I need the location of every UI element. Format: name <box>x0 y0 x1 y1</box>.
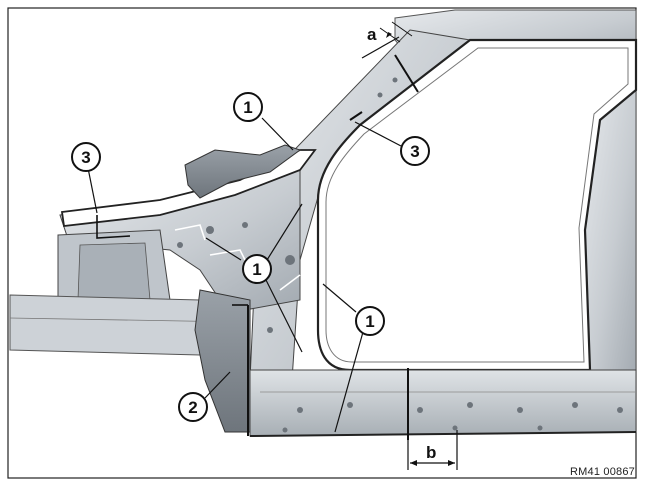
callout-1-low: 1 <box>355 306 385 336</box>
window-frame-inner-line <box>325 47 629 363</box>
callout-1-mid: 1 <box>242 254 272 284</box>
leader-lines <box>87 117 402 433</box>
rocker-sill-edge <box>249 431 637 437</box>
callout-1-top: 1 <box>233 92 263 122</box>
callout-1-top-label: 1 <box>243 98 252 117</box>
hinge-pillar <box>194 289 251 433</box>
callout-3-left: 3 <box>71 142 101 172</box>
dimension-a: a <box>361 21 413 59</box>
callout-3-left-label: 3 <box>81 148 90 167</box>
dimension-b: b <box>407 430 458 470</box>
cowl-panel <box>184 144 302 199</box>
vehicle-body-structure <box>9 9 638 440</box>
dimension-label-a: a <box>367 25 377 44</box>
callout-2-label: 2 <box>188 398 197 417</box>
callout-3-right-label: 3 <box>410 142 419 161</box>
section-cut-a <box>394 54 419 93</box>
separation-line-3-left <box>96 215 131 239</box>
callout-2: 2 <box>178 392 208 422</box>
callout-1-mid-label: 1 <box>252 260 261 279</box>
rocker-sill <box>249 369 637 437</box>
mounting-holes <box>177 77 623 433</box>
callout-1-low-label: 1 <box>365 312 374 331</box>
dimension-label-b: b <box>426 443 436 462</box>
separation-line-3-right <box>349 111 363 121</box>
callout-3-right: 3 <box>400 136 430 166</box>
reference-code: RM41 00867 <box>570 466 635 478</box>
